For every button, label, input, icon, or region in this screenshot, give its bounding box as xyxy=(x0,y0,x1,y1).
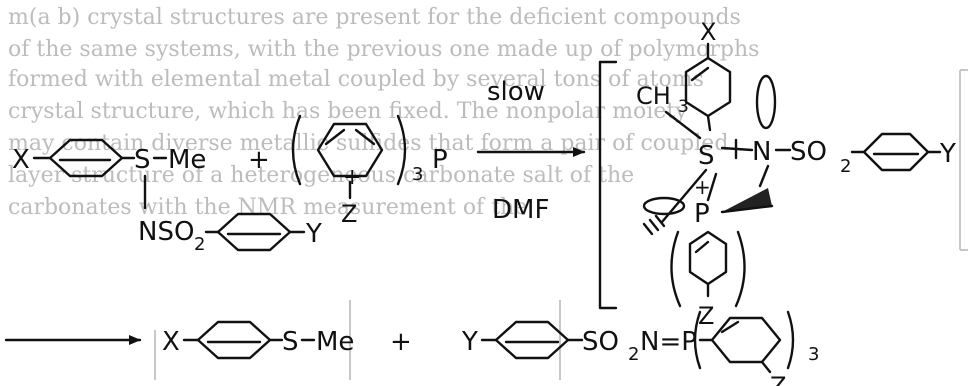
ts-methyl-subscript: 3 xyxy=(678,97,689,117)
benzene-ring-3 xyxy=(316,122,384,178)
plus-sign-2: + xyxy=(390,327,412,357)
ts-methyl-label: CH xyxy=(636,82,671,110)
sulfur-label: S xyxy=(134,145,151,175)
substituent-y-label: Y xyxy=(305,219,322,249)
product2-imine: N=P xyxy=(640,327,697,357)
ts-nitrogen-label: N xyxy=(752,137,771,167)
wedge-edge xyxy=(720,204,774,214)
ring-3-inner-bond-a xyxy=(324,128,346,146)
product-sulfide: X S Me xyxy=(162,320,354,360)
benzene-ring-5 xyxy=(862,132,930,172)
benzene-ring-6 xyxy=(688,230,728,286)
phosphorus-label: P xyxy=(432,145,448,175)
bond-to-n-orbital xyxy=(758,164,770,188)
product2-substituent-z: Z xyxy=(770,372,786,386)
phosphorus-orbital xyxy=(642,196,686,216)
ts-phosphorus-label: P xyxy=(694,199,710,229)
plus-sign-1: + xyxy=(248,145,270,175)
bond-ring-s-ts xyxy=(706,114,712,132)
bond-ch3-s xyxy=(664,110,702,140)
imino-subscript: 2 xyxy=(194,234,205,255)
ring-6-inner-bond xyxy=(694,240,710,254)
bleed-line-1: m(a b) crystal structures are present fo… xyxy=(8,5,741,30)
ts-substituent-y: Y xyxy=(939,139,956,169)
bleed-through-text: m(a b) crystal structures are present fo… xyxy=(8,5,968,380)
benzene-ring-8 xyxy=(494,320,570,360)
bleed-line-4: crystal structure, which has been fixed.… xyxy=(8,99,688,124)
bleed-line-3: formed with elemental metal coupled by s… xyxy=(8,67,704,92)
ring-charge-mark: + xyxy=(343,165,361,190)
ts-open-paren xyxy=(670,230,682,308)
bleed-line-7: carbonates with the NMR measurement of t… xyxy=(8,195,527,220)
ts-substituent-z: Z xyxy=(698,302,714,330)
arrow-condition-below: DMF xyxy=(492,195,549,225)
bond-ring-z-p2 xyxy=(760,360,772,374)
bleed-bracket xyxy=(959,69,968,251)
product2-open-paren xyxy=(693,310,702,370)
ts-sulfonyl-subscript: 2 xyxy=(840,156,851,177)
reaction-arrow-1: slow DMF xyxy=(476,77,586,225)
arrow-condition-above: slow xyxy=(487,77,545,107)
ts-sulfur-label: S xyxy=(698,141,715,171)
bleed-line-2: of the same systems, with the previous o… xyxy=(8,37,759,62)
ts-close-paren xyxy=(734,230,746,308)
benzene-ring-7 xyxy=(196,320,272,360)
hatched-wedge xyxy=(722,188,772,212)
methyl-label: Me xyxy=(168,145,206,175)
substituent-z-label: Z xyxy=(341,200,357,228)
transition-state: X CH 3 S N SO 2 Y + P Z xyxy=(598,18,956,330)
ring-4-inner-bond xyxy=(690,66,710,82)
product-iminophosphorane: Y SO 2 N=P Z 3 xyxy=(461,310,819,386)
reactant-sulfilimine: X S Me NSO 2 Y xyxy=(12,138,322,255)
ts-sulfonyl-label: SO xyxy=(790,137,827,167)
open-paren xyxy=(291,114,302,186)
nitrogen-lone-pair-orbital xyxy=(755,74,777,130)
bleed-rules xyxy=(154,300,561,380)
product2-sulfonyl-subscript: 2 xyxy=(628,344,639,365)
ts-top-substituent-x: X xyxy=(700,18,716,46)
hash-2 xyxy=(648,218,660,232)
product2-close-paren xyxy=(786,310,795,370)
product2-sulfonyl: SO xyxy=(582,327,619,357)
product1-substituent-x: X xyxy=(162,327,180,357)
product1-sulfur: S xyxy=(282,327,299,357)
phosphine-subscript: 3 xyxy=(412,164,423,185)
product1-methyl: Me xyxy=(316,327,354,357)
bleed-line-5: may contain diverse metallic sulfides th… xyxy=(8,131,728,156)
ring-3-inner-bond-b xyxy=(354,128,376,146)
benzene-ring-9 xyxy=(710,316,782,364)
substituent-x-label: X xyxy=(12,145,30,175)
reactant-triarylphosphine: + Z 3 P xyxy=(291,114,448,228)
close-paren xyxy=(396,114,407,186)
bond-s-p-ts xyxy=(706,172,718,202)
ring-9-inner-bond xyxy=(720,320,740,334)
product2-substituent-y: Y xyxy=(461,327,478,357)
product2-subscript: 3 xyxy=(808,344,819,365)
ts-plus-mark: + xyxy=(694,175,711,199)
imino-label: NSO xyxy=(138,217,194,247)
hash-3 xyxy=(642,222,654,236)
hash-1 xyxy=(654,214,666,228)
left-bracket xyxy=(598,60,618,310)
